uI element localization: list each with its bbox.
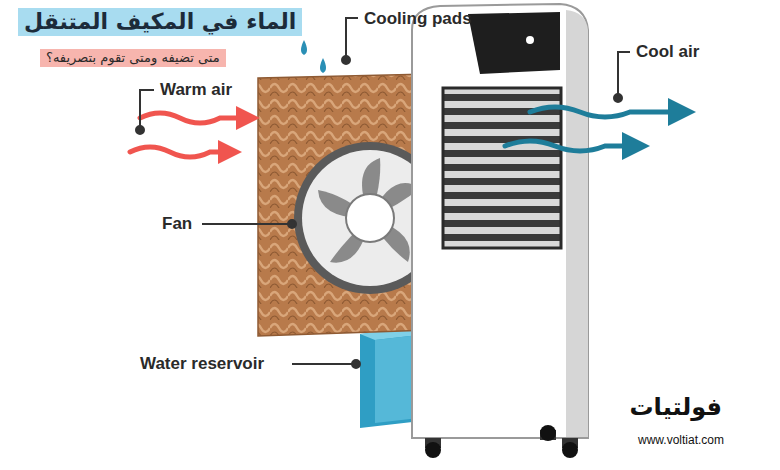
water-drop [301,40,307,55]
subtitle-text: متى تضيفه ومتى تقوم بتصريفه؟ [40,49,226,67]
part-label: Fan [162,213,192,234]
label-holder: Water reservoir [140,353,264,374]
arrow-head [236,106,260,130]
brand-watermark: فولتيات [630,392,723,422]
url-watermark: www.voltiat.com [638,433,724,448]
label-holder: الماء في المكيف المتنقل [18,8,302,36]
part-label: Water reservoir [140,353,264,374]
label-holder: فولتيات [630,392,723,422]
part-label: Cooling pads [364,8,472,29]
label-holder: Cooling pads [364,8,472,29]
title-text: الماء في المكيف المتنقل [18,8,302,36]
arrow-head [218,140,242,164]
arrow-head [668,98,696,126]
cooler-body [412,4,588,458]
water-drop [320,58,326,73]
leader-lines [136,18,630,368]
label-holder: www.voltiat.com [638,430,724,448]
label-holder: متى تضيفه ومتى تقوم بتصريفه؟ [40,48,226,67]
label-holder: Cool air [636,41,699,62]
label-holder: Fan [162,213,192,234]
part-label: Cool air [636,41,699,62]
label-holder: Warm air [160,79,232,100]
arrow-head [622,132,650,160]
part-label: Warm air [160,79,232,100]
cool-air-arrows [505,107,672,151]
